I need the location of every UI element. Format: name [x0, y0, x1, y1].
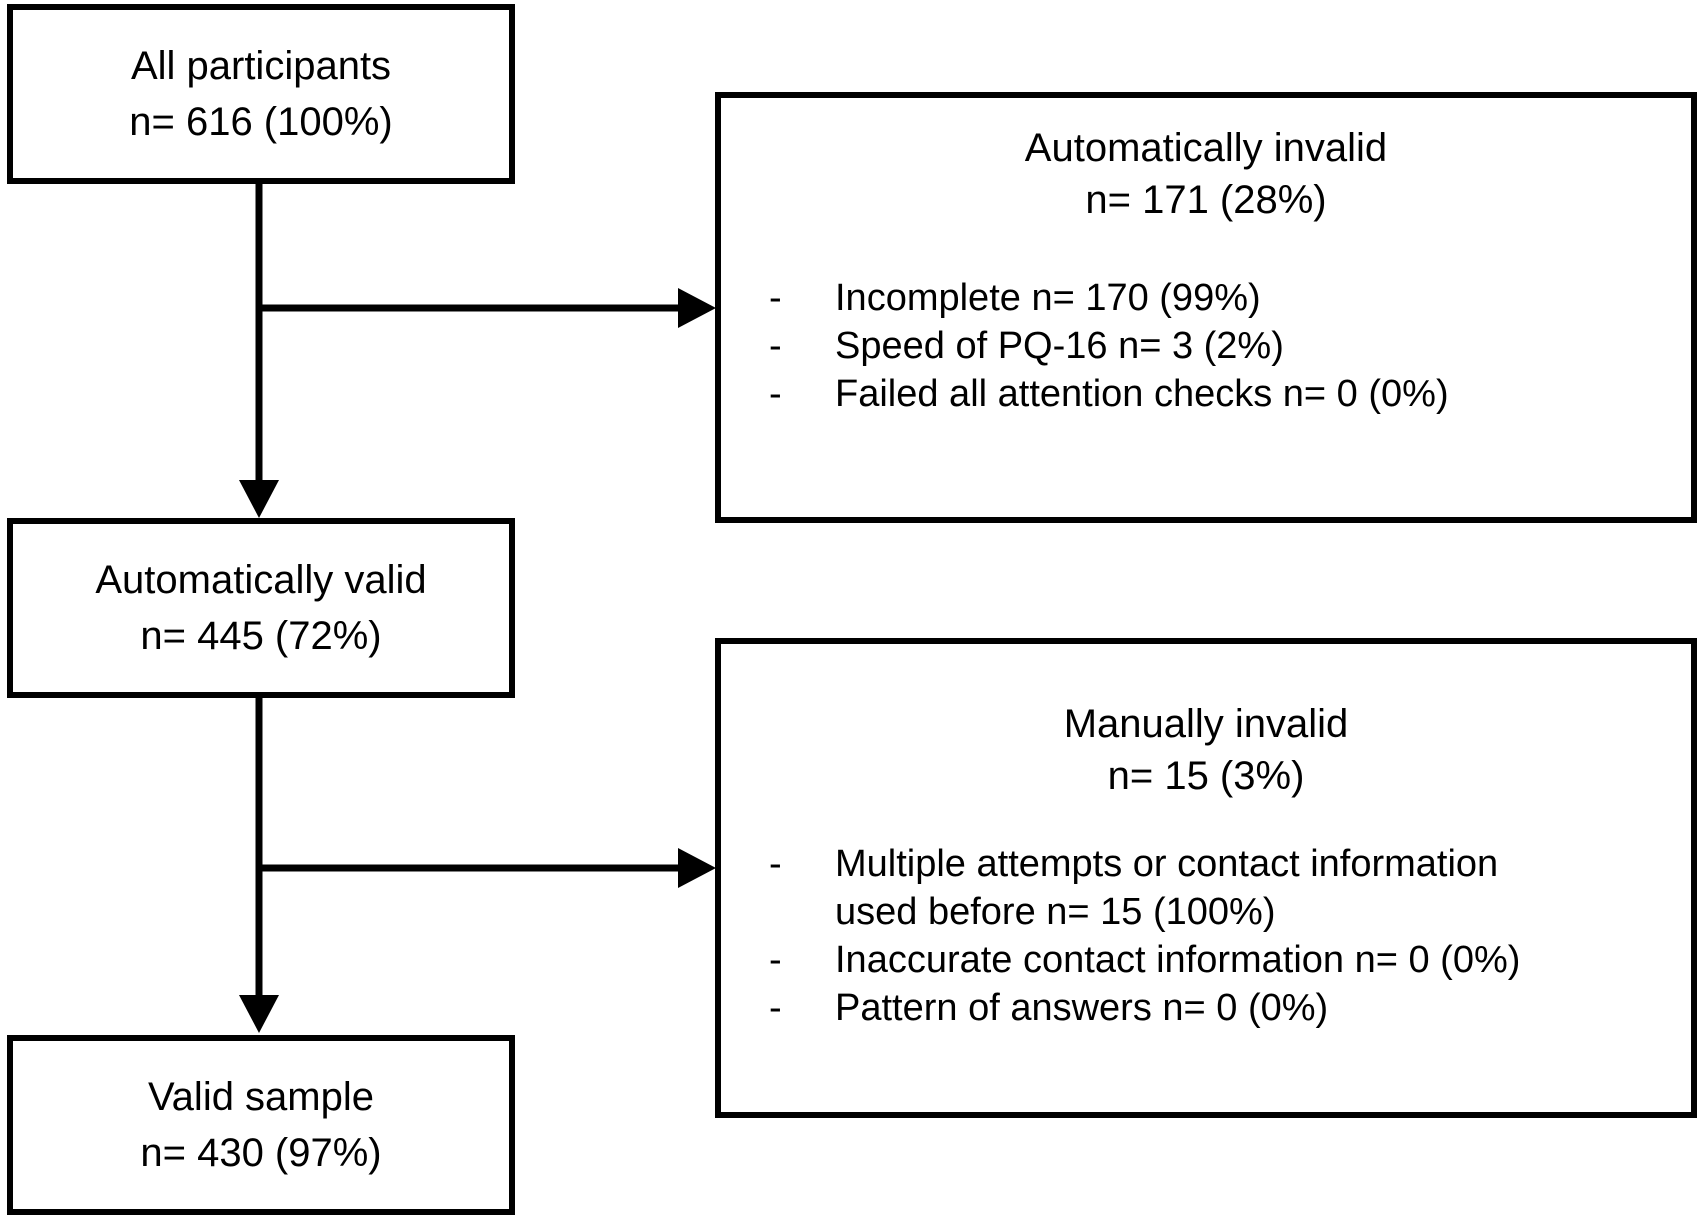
bullet-dash-icon: - [769, 373, 782, 415]
node-label: Valid sample [147, 1075, 375, 1119]
arrow-down-icon [239, 698, 279, 1033]
list-item-text: Pattern of answers n= 0 (0%) [835, 987, 1329, 1029]
node-automatically-valid: Automatically valid n= 445 (72%) [7, 518, 515, 698]
list-item-text: Incomplete n= 170 (99%) [835, 277, 1261, 319]
list-item-text: Multiple attempts or contact information… [835, 843, 1499, 933]
bullet-dash-icon: - [769, 325, 782, 367]
list-item-text: Failed all attention checks n= 0 (0%) [835, 373, 1449, 415]
node-count: n= 445 (72%) [140, 614, 382, 658]
list-item: - Speed of PQ-16 n= 3 (2%) [769, 322, 1671, 370]
node-header: Automatically invalid n= 171 (28%) [721, 122, 1691, 226]
list-item-text: Inaccurate contact information n= 0 (0%) [835, 939, 1521, 981]
list-item-text: Speed of PQ-16 n= 3 (2%) [835, 325, 1284, 367]
node-manually-invalid: Manually invalid n= 15 (3%) - Multiple at… [715, 638, 1697, 1118]
exclusion-reason-list: - Multiple attempts or contact informatio… [769, 840, 1671, 1032]
list-item: - Inaccurate contact information n= 0 (0%… [769, 936, 1671, 984]
node-count: n= 430 (97%) [140, 1131, 382, 1175]
node-count: n= 616 (100%) [129, 100, 393, 144]
node-count: n= 15 (3%) [1107, 754, 1305, 798]
list-item: - Failed all attention checks n= 0 (0%) [769, 370, 1671, 418]
node-label: Manually invalid [1063, 702, 1349, 746]
list-item: - Multiple attempts or contact informatio… [769, 840, 1671, 936]
node-label: All participants [130, 44, 392, 88]
bullet-dash-icon: - [769, 277, 782, 319]
node-automatically-invalid: Automatically invalid n= 171 (28%) - Inco… [715, 92, 1697, 523]
arrow-down-icon [239, 184, 279, 518]
node-label: Automatically valid [95, 558, 427, 602]
arrow-right-icon [259, 848, 716, 888]
node-label: Automatically invalid [1024, 126, 1388, 170]
node-header: Manually invalid n= 15 (3%) [721, 698, 1691, 802]
list-item: - Incomplete n= 170 (99%) [769, 274, 1671, 322]
bullet-dash-icon: - [769, 939, 782, 981]
node-all-participants: All participants n= 616 (100%) [7, 4, 515, 184]
list-item: - Pattern of answers n= 0 (0%) [769, 984, 1671, 1032]
arrow-right-icon [259, 288, 716, 328]
bullet-dash-icon: - [769, 843, 782, 885]
exclusion-reason-list: - Incomplete n= 170 (99%) - Speed of PQ-16 … [769, 274, 1671, 418]
node-count: n= 171 (28%) [1085, 178, 1327, 222]
bullet-dash-icon: - [769, 987, 782, 1029]
node-valid-sample: Valid sample n= 430 (97%) [7, 1035, 515, 1215]
